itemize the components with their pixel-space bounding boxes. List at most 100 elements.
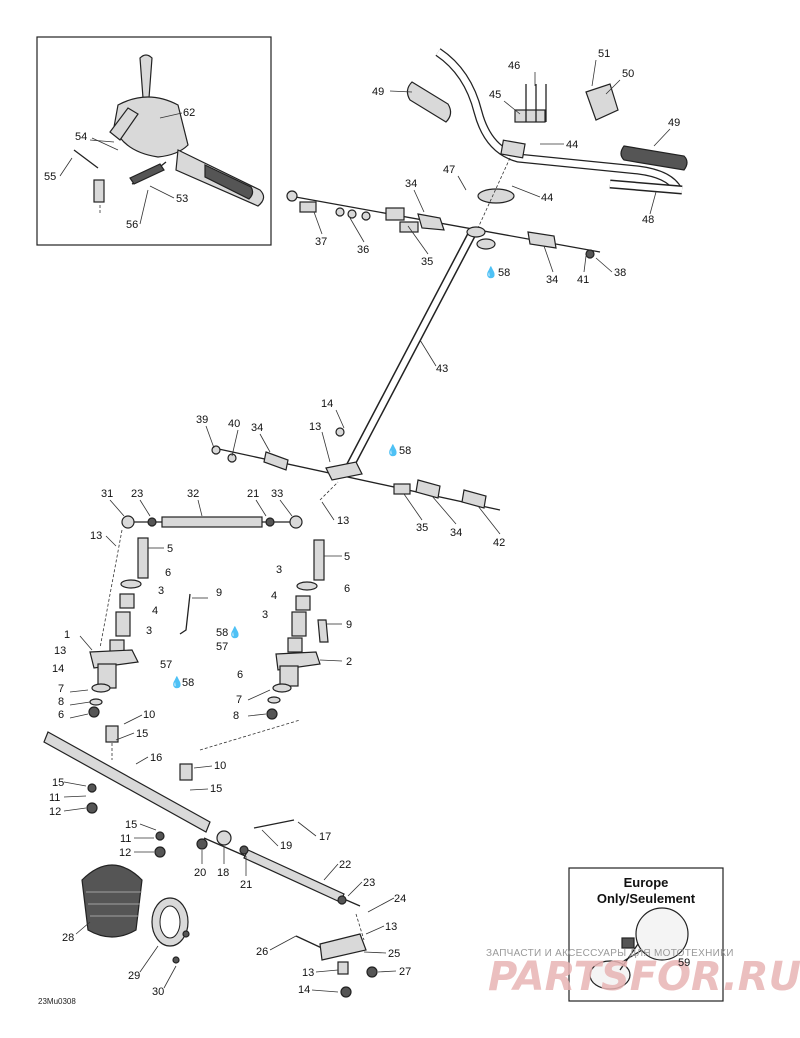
callout-label: 44 [541,192,553,204]
callout-label: 40 [228,418,240,430]
callout-label: 8 [233,710,239,722]
callout-label: 12 [119,847,131,859]
callout-label: 23 [131,488,143,500]
upper-linkage [286,190,601,259]
callout-label: 34 [251,422,263,434]
callout-label: 49 [372,86,384,98]
callout-label: 56 [126,219,138,231]
callout-label: 41 [577,274,589,286]
boot-clamp [151,897,190,964]
callout-labels: 62 54 55 53 56 49 46 51 50 45 44 49 47 4… [44,48,690,998]
lower-steering-arm [295,913,378,998]
callout-label: 12 [49,806,61,818]
callout-label: 1 [64,629,70,641]
callout-label: 4 [152,605,158,617]
callout-label: 3 [158,585,164,597]
callout-label: 3 [262,609,268,621]
steering-arm [43,719,301,858]
callout-label: 2 [346,656,352,668]
callout-label: 18 [217,867,229,879]
inset-throttle-box [36,36,272,246]
callout-label: 36 [357,244,369,256]
callout-label: 34 [405,178,417,190]
callout-label: 20 [194,867,206,879]
callout-label: 58 [182,677,194,689]
callout-label: 46 [508,60,520,72]
callout-label: 21 [240,879,252,891]
tie-rod-lower [196,819,361,907]
callout-label: 23 [363,877,375,889]
callout-label: 3 [276,564,282,576]
callout-label: 8 [58,696,64,708]
callout-label: 15 [52,777,64,789]
callout-label: 62 [183,107,195,119]
callout-label: 5 [167,543,173,555]
callout-label: 30 [152,986,164,998]
callout-label: 27 [399,966,411,978]
callout-label: 13 [302,967,314,979]
callout-label: 22 [339,859,351,871]
callout-label: 43 [436,363,448,375]
callout-label: 54 [75,131,87,143]
callout-label: 11 [49,792,60,804]
callout-label: 9 [346,619,352,631]
watermark: ЗАПЧАСТИ И АКСЕССУАРЫ ДЛЯ МОТОТЕХНИКИ PA… [486,948,800,1000]
callout-label: 50 [622,68,634,80]
callout-label: 39 [196,414,208,426]
callout-label: 25 [388,948,400,960]
middle-linkage [211,427,501,511]
callout-label: 35 [416,522,428,534]
callout-label: 38 [614,267,626,279]
callout-label: 17 [319,831,331,843]
callout-label: 55 [44,171,56,183]
handlebar-assembly [406,48,688,204]
callout-label: 7 [236,694,242,706]
callout-label: 26 [256,946,268,958]
callout-label: 32 [187,488,199,500]
callout-label: 6 [237,669,243,681]
callout-label: 3 [146,625,152,637]
callout-label: 7 [58,683,64,695]
callout-label: 31 [101,488,113,500]
watermark-top-text: ЗАПЧАСТИ И АКСЕССУАРЫ ДЛЯ МОТОТЕХНИКИ [486,948,734,959]
callout-label: 34 [546,274,558,286]
callout-label: 53 [176,193,188,205]
diagram-reference-code: 23Mu0308 [38,997,76,1006]
callout-label: 13 [54,645,66,657]
leader-lines [59,59,671,993]
callout-label: 6 [165,567,171,579]
callout-label: 13 [385,921,397,933]
callout-label: 15 [136,728,148,740]
lubricant-drop-icons: 💧 💧 💧 💧 [170,266,498,689]
callout-label: 21 [247,488,259,500]
inset-europe-line2: Only/Seulement [597,891,696,906]
callout-label: 19 [280,840,292,852]
callout-label: 37 [315,236,327,248]
callout-label: 33 [271,488,283,500]
callout-label: 10 [143,709,155,721]
callout-label: 16 [150,752,162,764]
callout-label: 42 [493,537,505,549]
callout-label: 6 [344,583,350,595]
callout-label: 29 [128,970,140,982]
steering-column [344,157,511,473]
callout-label: 34 [450,527,462,539]
drop-icon: 💧 [170,676,184,689]
callout-label: 44 [566,139,578,151]
callout-label: 6 [58,709,64,721]
rubber-boot [81,864,143,938]
callout-label: 35 [421,256,433,268]
callout-label: 14 [321,398,333,410]
callout-label: 47 [443,164,455,176]
callout-label: 57 [216,641,228,653]
inset-europe-line1: Europe [624,875,669,890]
watermark-brand: PARTSFOR.RU [488,954,800,1000]
callout-label: 14 [298,984,310,996]
callout-label: 59 [678,957,690,969]
drop-icon: 💧 [228,626,242,639]
callout-label: 48 [642,214,654,226]
callout-label: 58 [498,267,510,279]
callout-label: 5 [344,551,350,563]
drop-icon: 💧 [484,266,498,279]
